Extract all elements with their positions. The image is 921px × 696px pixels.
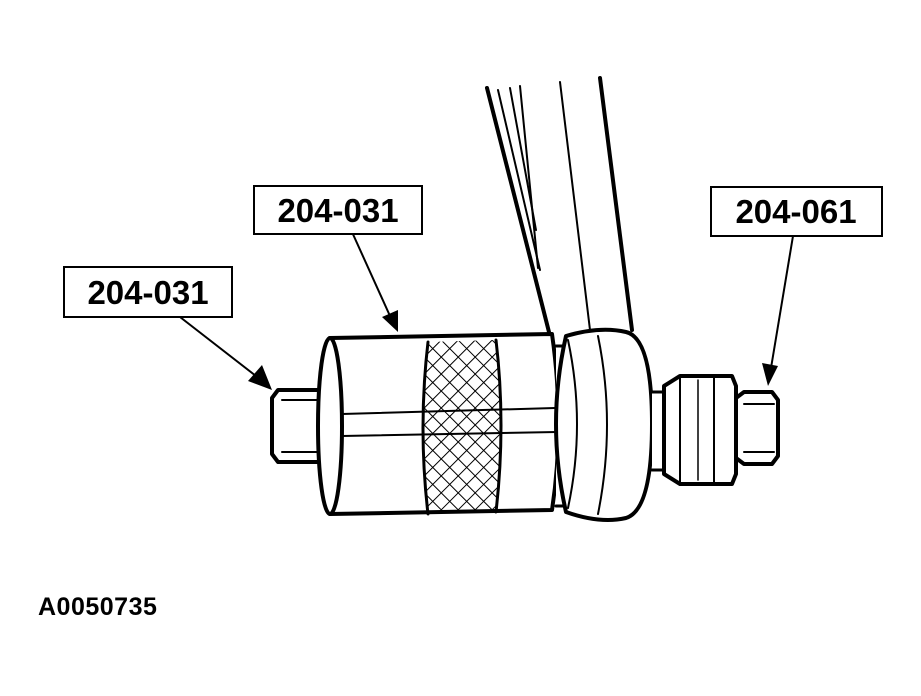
arrowheads — [248, 310, 778, 390]
callout-center-label: 204-031 — [277, 192, 398, 229]
callout-right: 204-061 — [710, 186, 883, 237]
wrench-head — [554, 327, 654, 522]
right-adapter — [650, 374, 780, 486]
callout-center: 204-031 — [253, 185, 423, 235]
callout-left: 204-031 — [63, 266, 233, 318]
leader-lines — [179, 231, 794, 377]
figure-id: A0050735 — [38, 593, 158, 621]
wrench-handle — [485, 76, 634, 338]
callout-left-label: 204-031 — [87, 274, 208, 311]
callout-right-label: 204-061 — [735, 193, 856, 230]
knurled-band — [421, 338, 503, 516]
